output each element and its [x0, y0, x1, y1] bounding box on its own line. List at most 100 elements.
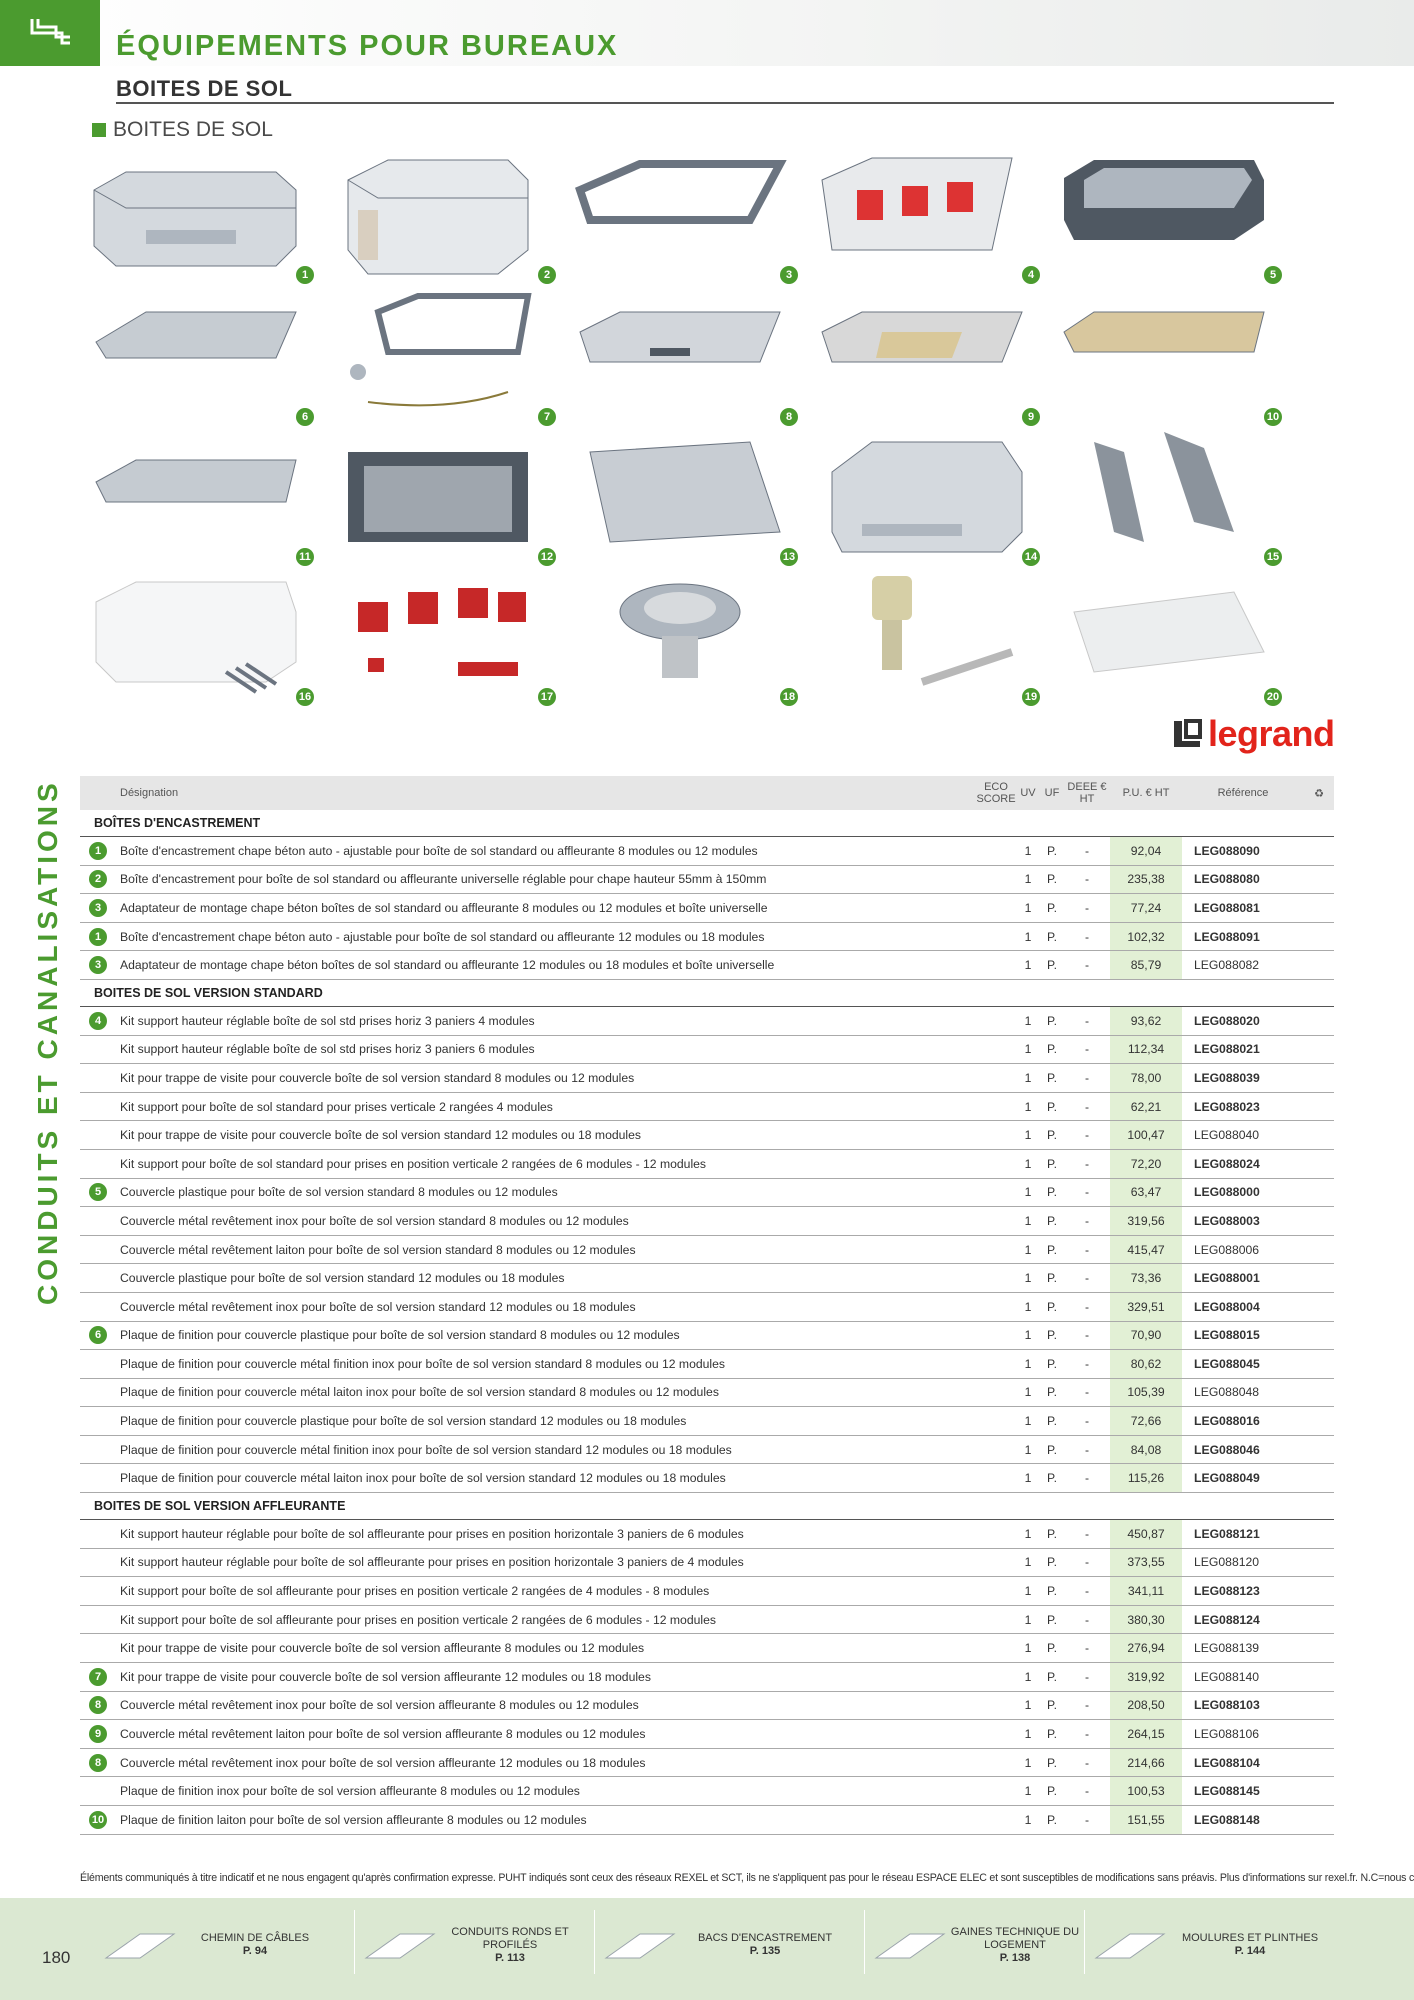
footer-product-icon	[600, 1920, 680, 1970]
reference-cell: LEG088046	[1182, 1435, 1304, 1465]
uv-cell: 1	[1016, 865, 1040, 895]
recycle-cell	[1304, 1149, 1334, 1179]
reference-cell: LEG088045	[1182, 1349, 1304, 1379]
deee-cell: -	[1064, 950, 1110, 980]
deee-cell: -	[1064, 1662, 1110, 1692]
row-number: 8	[80, 1691, 116, 1721]
group-title: BOITES DE SOL VERSION AFFLEURANTE	[80, 1492, 1334, 1521]
uv-cell: 1	[1016, 1406, 1040, 1436]
uf-cell: P.	[1040, 1406, 1064, 1436]
eco-score-cell	[976, 893, 1016, 923]
table-row: Kit support hauteur réglable pour boîte …	[80, 1519, 1334, 1549]
footer-separator	[594, 1910, 595, 1974]
row-number: 6	[80, 1321, 116, 1351]
deee-cell: -	[1064, 1063, 1110, 1093]
product-image-13: 13	[570, 432, 810, 572]
designation-cell: Boîte d'encastrement chape béton auto - …	[116, 836, 976, 866]
price-cell: 319,92	[1110, 1662, 1182, 1692]
product-image-1: 1	[86, 150, 326, 290]
row-number: 3	[80, 893, 116, 923]
reference-cell: LEG088120	[1182, 1548, 1304, 1578]
uv-cell: 1	[1016, 836, 1040, 866]
designation-cell: Kit support pour boîte de sol affleurant…	[116, 1605, 976, 1635]
group-header-row: BOITES DE SOL VERSION AFFLEURANTE	[80, 1492, 1334, 1521]
product-image-14: 14	[812, 432, 1052, 572]
product-number-badge: 5	[1264, 266, 1282, 284]
product-image-2: 2	[328, 150, 568, 290]
uv-cell: 1	[1016, 893, 1040, 923]
uf-cell: P.	[1040, 1748, 1064, 1778]
reference-cell: LEG088123	[1182, 1576, 1304, 1606]
recycle-cell	[1304, 1435, 1334, 1465]
footer-separator	[1084, 1910, 1085, 1974]
product-number-badge: 4	[89, 1011, 107, 1030]
reference-cell: LEG088006	[1182, 1235, 1304, 1265]
th-recycle: ♻	[1304, 776, 1334, 810]
section-icon	[0, 0, 100, 66]
product-number-badge: 19	[1022, 688, 1040, 706]
product-image-7: 7	[328, 292, 568, 432]
designation-cell: Plaque de finition pour couvercle plasti…	[116, 1406, 976, 1436]
table-row: Kit pour trappe de visite pour couvercle…	[80, 1633, 1334, 1664]
uv-cell: 1	[1016, 1748, 1040, 1778]
designation-cell: Plaque de finition laiton pour boîte de …	[116, 1805, 976, 1835]
deee-cell: -	[1064, 1349, 1110, 1379]
group-title: BOÎTES D'ENCASTREMENT	[80, 810, 1334, 837]
row-number: 1	[80, 922, 116, 952]
footer-product-icon	[360, 1920, 440, 1970]
recycle-cell	[1304, 1719, 1334, 1749]
eco-score-cell	[976, 1519, 1016, 1549]
table-row: Kit support hauteur réglable pour boîte …	[80, 1548, 1334, 1578]
price-cell: 84,08	[1110, 1435, 1182, 1465]
uv-cell: 1	[1016, 1691, 1040, 1721]
product-number-badge: 8	[89, 1696, 107, 1715]
eco-score-cell	[976, 865, 1016, 895]
recycle-cell	[1304, 1292, 1334, 1322]
product-image-9: 9	[812, 292, 1052, 432]
product-image-4: 4	[812, 150, 1052, 290]
eco-score-cell	[976, 1206, 1016, 1236]
product-number-badge: 2	[89, 870, 107, 889]
recycle-cell	[1304, 1321, 1334, 1351]
row-number	[80, 1463, 116, 1494]
designation-cell: Kit support pour boîte de sol affleurant…	[116, 1576, 976, 1606]
price-cell: 276,94	[1110, 1633, 1182, 1664]
product-illustration	[589, 441, 781, 543]
designation-cell: Plaque de finition inox pour boîte de so…	[116, 1776, 976, 1806]
product-number-badge: 18	[780, 688, 798, 706]
price-cell: 70,90	[1110, 1321, 1182, 1351]
uf-cell: P.	[1040, 1463, 1064, 1494]
product-number-badge: 10	[1264, 408, 1282, 426]
product-image-16: 16	[86, 572, 326, 712]
row-number: 5	[80, 1178, 116, 1208]
reference-cell: LEG088021	[1182, 1035, 1304, 1065]
row-number	[80, 1035, 116, 1065]
eco-score-cell	[976, 1349, 1016, 1379]
table-row: Plaque de finition pour couvercle métal …	[80, 1378, 1334, 1408]
product-number-badge: 3	[780, 266, 798, 284]
price-cell: 329,51	[1110, 1292, 1182, 1322]
product-number-badge: 10	[89, 1810, 107, 1829]
row-number	[80, 1092, 116, 1122]
eco-score-cell	[976, 1633, 1016, 1664]
eco-score-cell	[976, 1719, 1016, 1749]
product-illustration	[95, 459, 297, 503]
uv-cell: 1	[1016, 1719, 1040, 1749]
uv-cell: 1	[1016, 1235, 1040, 1265]
product-illustration	[347, 159, 529, 275]
deee-cell: -	[1064, 1805, 1110, 1835]
product-number-badge: 13	[780, 548, 798, 566]
product-image-3: 3	[570, 150, 810, 290]
deee-cell: -	[1064, 1435, 1110, 1465]
price-cell: 93,62	[1110, 1006, 1182, 1036]
uf-cell: P.	[1040, 836, 1064, 866]
footer-link-label: BACS D'ENCASTREMENT	[697, 1932, 833, 1944]
uv-cell: 1	[1016, 1035, 1040, 1065]
designation-cell: Couvercle métal revêtement laiton pour b…	[116, 1719, 976, 1749]
